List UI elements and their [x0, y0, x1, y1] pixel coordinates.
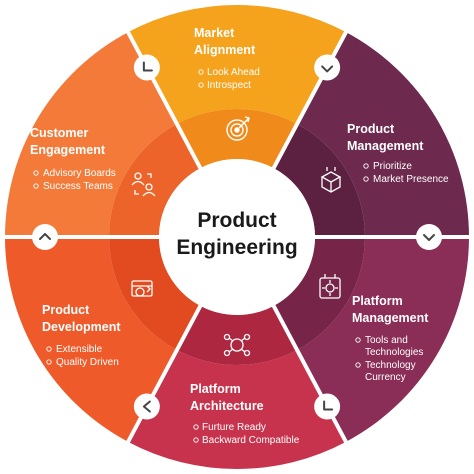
bullet	[193, 424, 199, 430]
center-circle	[159, 159, 315, 315]
chevron-glyph	[323, 400, 334, 411]
inner-wedge-market-alignment	[176, 109, 298, 169]
product-management-title-line2: Management	[347, 139, 424, 153]
badge-circle	[133, 54, 160, 81]
network-icon	[223, 333, 251, 357]
bullet	[46, 346, 52, 352]
platform-architecture-item-2: Backward Compatible	[202, 435, 300, 446]
connector-badges	[32, 54, 442, 420]
bullet	[33, 170, 39, 176]
segment-separators	[3, 29, 471, 445]
chevron-icon	[32, 224, 58, 250]
chevron-icon	[314, 393, 341, 420]
box-icon	[320, 167, 342, 193]
chevron-icon	[133, 54, 160, 81]
product-management-item-2: Market Presence	[373, 174, 449, 185]
segment-customer-engagement: Customer Engagement Advisory Boards Succ…	[30, 126, 156, 197]
platform-architecture-title-line1: Platform	[190, 382, 241, 396]
platform-management-item-1: Tools and	[365, 335, 408, 346]
gear-code-icon	[131, 280, 153, 297]
product-management-title-line1: Product	[347, 122, 395, 136]
badge-circle	[133, 393, 160, 420]
people-exchange-icon	[131, 172, 156, 197]
bullet	[198, 69, 204, 75]
outer-wedge-market-alignment	[128, 5, 346, 124]
product-development-title-line2: Development	[42, 320, 121, 334]
bullet	[363, 176, 369, 182]
product-development-title-line1: Product	[42, 303, 90, 317]
product-development-item-2: Quality Driven	[56, 357, 119, 368]
bullet	[46, 359, 52, 365]
segment-product-management: Product Management Prioritize Market Pre…	[320, 122, 449, 193]
bullet	[355, 337, 361, 343]
outer-wedge-platform-management	[297, 237, 469, 442]
bullet	[355, 362, 361, 368]
customer-engagement-title-line1: Customer	[30, 126, 88, 140]
customer-engagement-item-1: Advisory Boards	[43, 168, 116, 179]
outer-wedge-product-management	[297, 32, 469, 237]
badge-circle	[416, 224, 442, 250]
market-alignment-item-1: Look Ahead	[207, 67, 260, 78]
inner-wedge-customer-engagement	[109, 123, 201, 237]
center-title-line2: Engineering	[176, 236, 297, 259]
customer-engagement-item-2: Success Teams	[43, 181, 113, 192]
segment-platform-architecture: Platform Architecture Furture Ready Back…	[190, 333, 300, 446]
customer-engagement-title-line2: Engagement	[30, 143, 106, 157]
bullet	[193, 437, 199, 443]
separator-line	[125, 29, 203, 170]
chevron-glyph	[321, 65, 334, 73]
inner-wedge-platform-management	[273, 237, 365, 351]
market-alignment-item-2: Introspect	[207, 80, 251, 91]
center-title-line1: Product	[197, 209, 276, 232]
market-alignment-title-line2: Alignment	[194, 43, 256, 57]
inner-wedge-product-development	[109, 237, 201, 351]
chevron-glyph	[423, 234, 435, 241]
product-management-item-1: Prioritize	[373, 161, 412, 172]
segment-platform-management: Platform Management Tools and Technologi…	[319, 274, 429, 383]
badge-circle	[314, 54, 341, 81]
platform-management-title-line1: Platform	[352, 294, 403, 308]
platform-management-item-3: Technology	[365, 360, 416, 371]
platform-management-item-2: Technologies	[365, 347, 423, 358]
chevron-glyph	[142, 61, 153, 72]
market-alignment-title-line1: Market	[194, 26, 235, 40]
outer-wedge-product-development	[5, 237, 177, 442]
chevron-icon	[133, 393, 160, 420]
target-icon	[226, 116, 250, 141]
outer-wedge-platform-architecture	[128, 350, 346, 469]
separator-line	[271, 29, 349, 170]
chevron-icon	[314, 54, 341, 81]
separator-line	[271, 304, 349, 445]
separator-line	[125, 304, 203, 445]
segment-product-development: Product Development Extensible Quality D…	[42, 280, 153, 368]
bullet	[198, 82, 204, 88]
platform-architecture-title-line2: Architecture	[190, 399, 264, 413]
chevron-glyph	[39, 233, 51, 240]
chevron-icon	[416, 224, 442, 250]
platform-management-title-line2: Management	[352, 311, 429, 325]
outer-wedge-customer-engagement	[5, 32, 177, 237]
platform-architecture-item-1: Furture Ready	[202, 422, 266, 433]
chevron-glyph	[142, 400, 151, 413]
inner-wedge-platform-architecture	[176, 305, 298, 365]
inner-wedge-product-management	[273, 123, 365, 237]
product-development-item-1: Extensible	[56, 344, 103, 355]
segment-market-alignment: Market Alignment Look Ahead Introspect	[194, 26, 260, 141]
inner-ring	[109, 109, 365, 365]
outer-ring	[5, 5, 469, 469]
badge-circle	[32, 224, 58, 250]
platform-management-item-4: Currency	[365, 372, 406, 383]
badge-circle	[314, 393, 341, 420]
bullet	[33, 183, 39, 189]
bullet	[363, 163, 369, 169]
gear-board-icon	[319, 274, 341, 299]
